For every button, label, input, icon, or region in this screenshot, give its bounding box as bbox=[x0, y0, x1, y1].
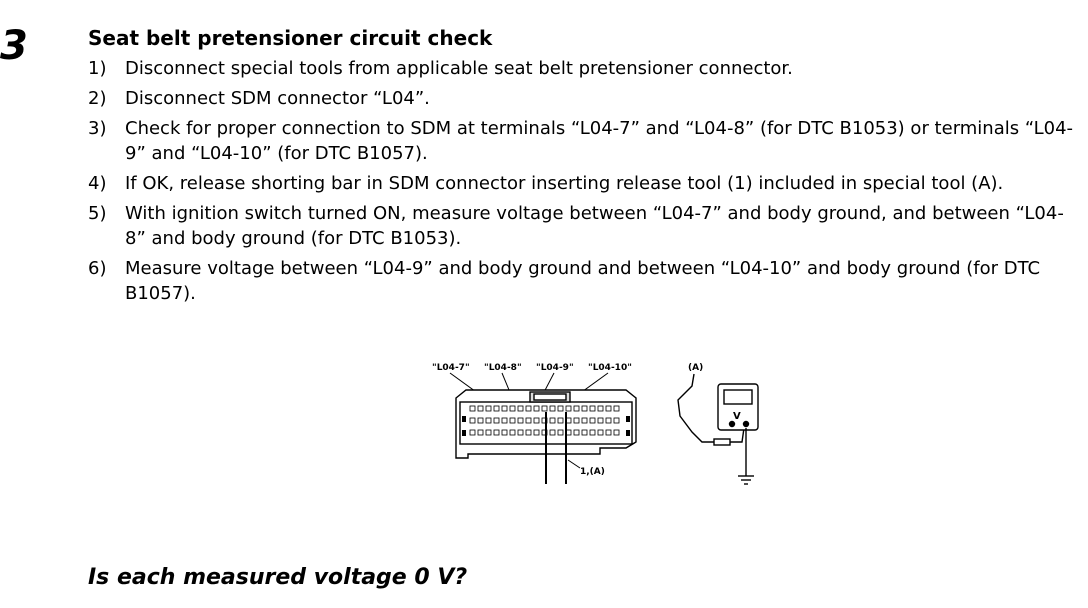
step-number: 3 bbox=[0, 23, 28, 69]
step-index: 3) bbox=[88, 118, 107, 139]
procedure-step: 3) Check for proper connection to SDM at… bbox=[88, 116, 1078, 166]
connector-diagram: "L04-7" "L04-8" "L04-9" "L04-10" (A) bbox=[430, 356, 760, 492]
step-index: 4) bbox=[88, 173, 107, 194]
procedure-step: 6) Measure voltage between “L04-9” and b… bbox=[88, 256, 1078, 306]
step-text: Disconnect special tools from applicable… bbox=[125, 58, 793, 79]
procedure-step: 5) With ignition switch turned ON, measu… bbox=[88, 201, 1078, 251]
step-text: Check for proper connection to SDM at te… bbox=[125, 118, 1074, 164]
terminal-label-l04-8: "L04-8" bbox=[484, 363, 522, 373]
question-prompt: Is each measured voltage 0 V? bbox=[88, 565, 468, 590]
procedure-step: 4) If OK, release shorting bar in SDM co… bbox=[88, 171, 1078, 196]
procedure-steps: 1) Disconnect special tools from applica… bbox=[88, 56, 1078, 311]
terminal-label-l04-10: "L04-10" bbox=[588, 363, 632, 373]
step-index: 1) bbox=[88, 58, 107, 79]
voltmeter-drawing bbox=[677, 373, 759, 485]
release-tool-label: 1,(A) bbox=[580, 467, 605, 477]
step-text: With ignition switch turned ON, measure … bbox=[125, 203, 1064, 249]
voltmeter-symbol: V bbox=[733, 411, 741, 422]
step-index: 5) bbox=[88, 203, 107, 224]
release-tool-drawing bbox=[545, 412, 567, 484]
step-text: Measure voltage between “L04-9” and body… bbox=[125, 258, 1041, 304]
procedure-step: 2) Disconnect SDM connector “L04”. bbox=[88, 86, 1078, 111]
step-text: If OK, release shorting bar in SDM conne… bbox=[125, 173, 1004, 194]
terminal-label-l04-9: "L04-9" bbox=[536, 363, 574, 373]
step-text: Disconnect SDM connector “L04”. bbox=[125, 88, 430, 109]
procedure-step: 1) Disconnect special tools from applica… bbox=[88, 56, 1078, 81]
section-title: Seat belt pretensioner circuit check bbox=[88, 26, 493, 50]
step-index: 6) bbox=[88, 258, 107, 279]
terminal-label-l04-7: "L04-7" bbox=[432, 363, 470, 373]
tool-label-a: (A) bbox=[688, 363, 703, 373]
step-index: 2) bbox=[88, 88, 107, 109]
